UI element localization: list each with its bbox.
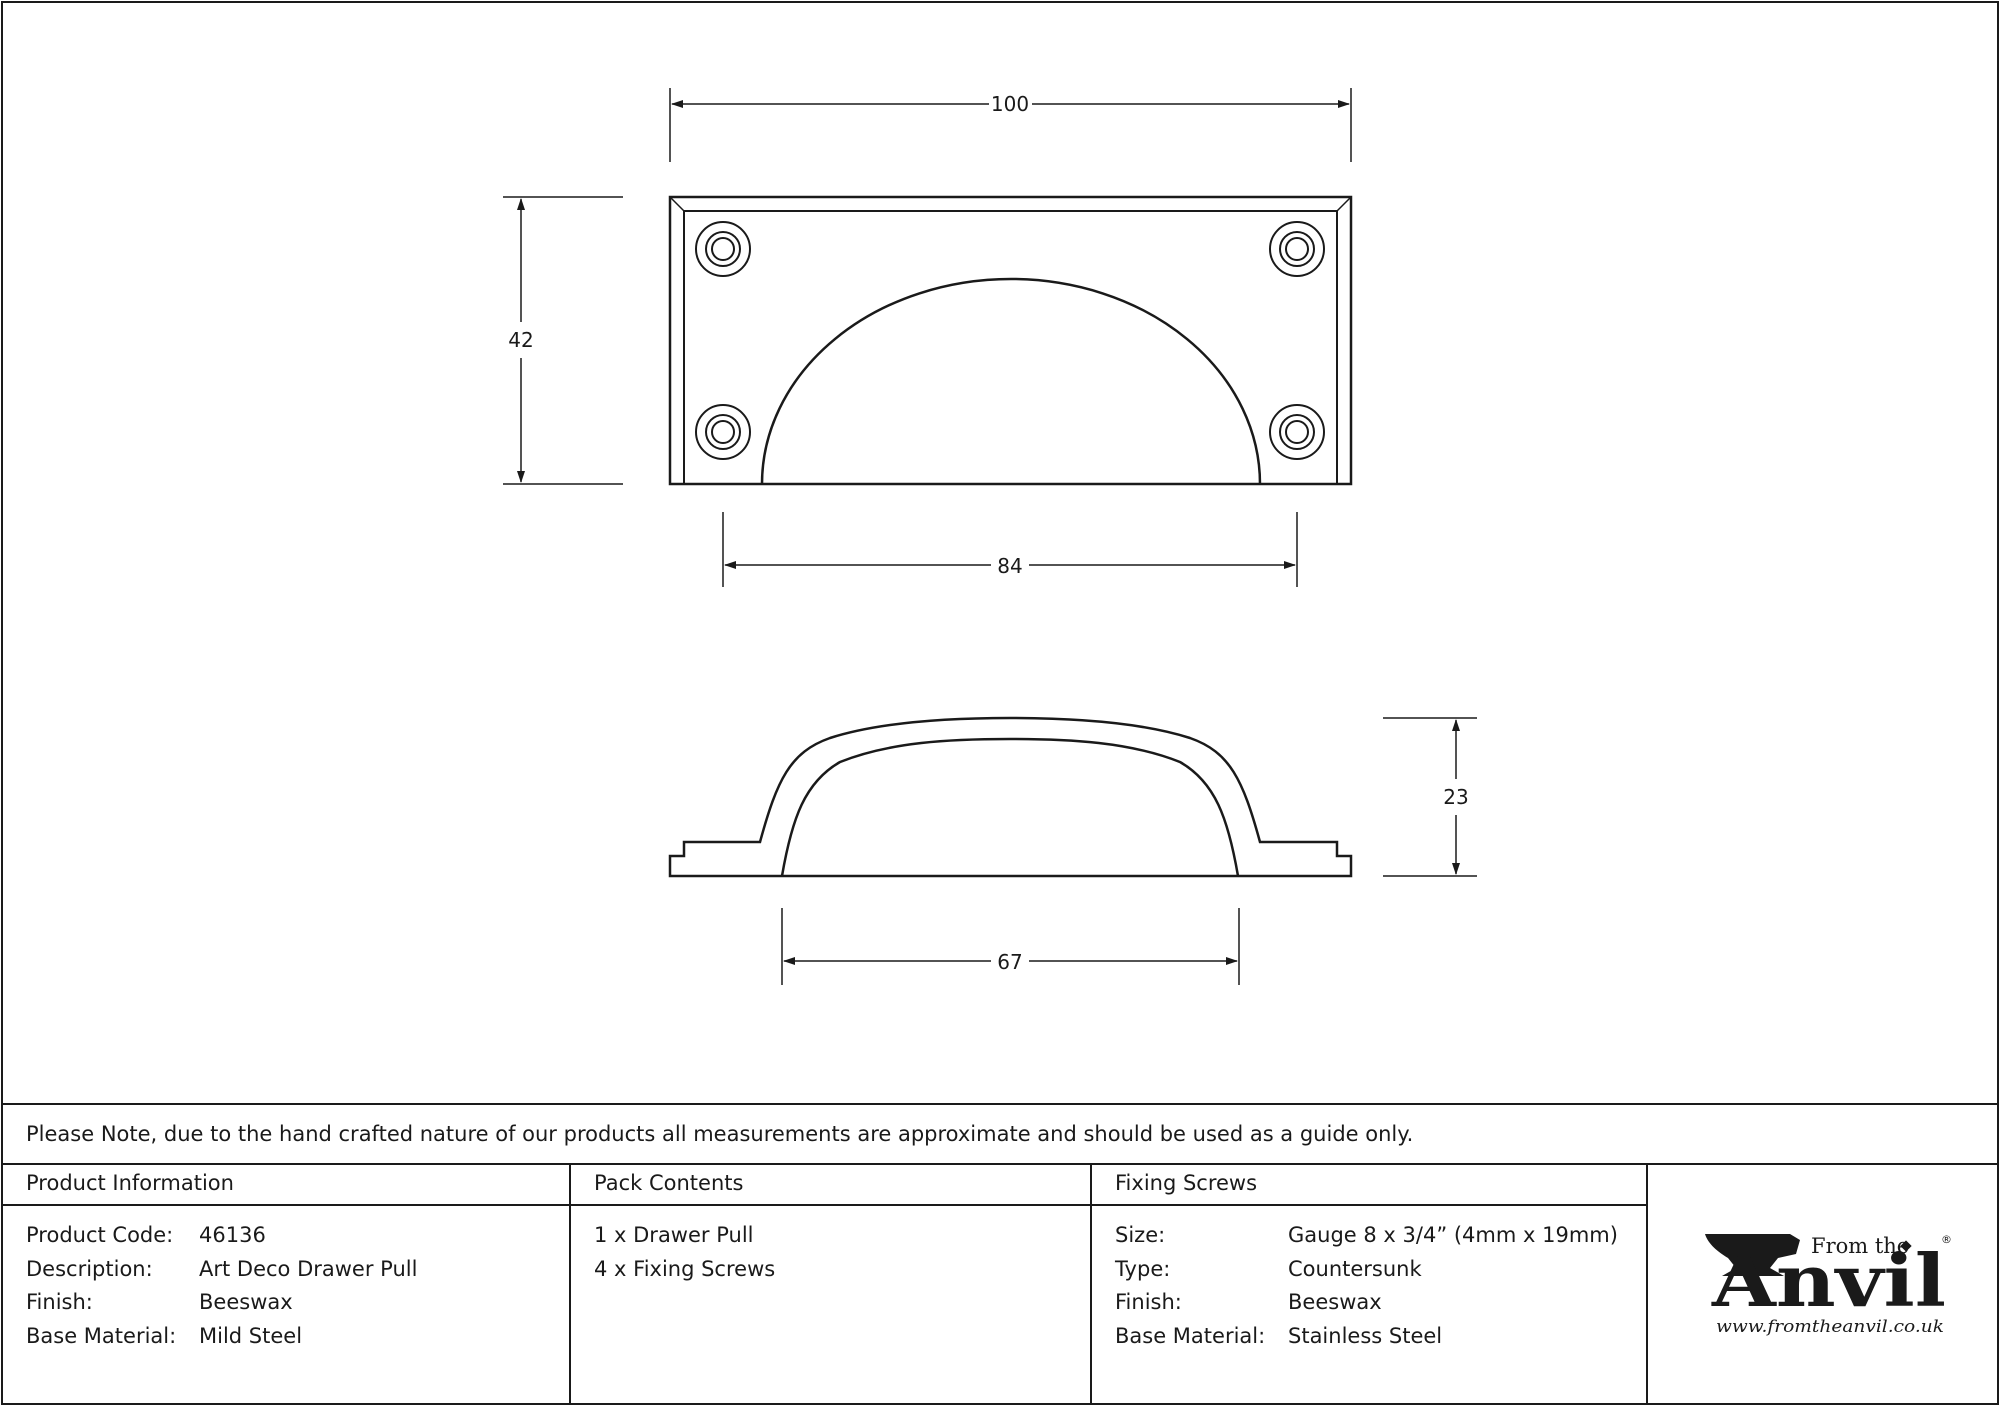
screw-base-material-value: Stainless Steel <box>1288 1324 1443 1348</box>
dim-label-projection: 23 <box>1443 785 1468 809</box>
screw-size-label: Size: <box>1115 1223 1166 1247</box>
screw-hole-top-left <box>695 221 751 277</box>
side-view <box>668 716 1353 878</box>
product-code-value: 46136 <box>199 1223 266 1247</box>
top-view <box>668 195 1353 486</box>
side-inner-profile <box>780 737 1240 877</box>
pack-item: 1 x Drawer Pull <box>594 1223 754 1247</box>
dim-label-plate-width: 100 <box>991 92 1029 116</box>
dim-label-cup-width: 67 <box>997 950 1022 974</box>
screw-type-label: Type: <box>1115 1257 1171 1281</box>
logo-url: www.fromtheanvil.co.uk <box>1716 1317 1944 1337</box>
dimension-plate-height: 42 <box>503 196 623 485</box>
anvil-icon <box>1705 1234 1800 1276</box>
description-label: Description: <box>26 1257 153 1281</box>
plate-inner-bevel <box>683 210 1338 484</box>
finish-label: Finish: <box>26 1290 93 1314</box>
base-material-value: Mild Steel <box>199 1324 303 1348</box>
pack-contents-header: Pack Contents <box>594 1171 744 1195</box>
fixing-screws-header: Fixing Screws <box>1115 1171 1258 1195</box>
screw-base-material-label: Base Material: <box>1115 1324 1266 1348</box>
screw-finish-value: Beeswax <box>1288 1290 1382 1314</box>
dimension-cup-width: 67 <box>781 908 1240 985</box>
logo-diamond <box>1900 1240 1912 1252</box>
description-value: Art Deco Drawer Pull <box>199 1257 418 1281</box>
logo-registered-mark: ® <box>1941 1233 1952 1246</box>
info-table-grid <box>2 1103 1998 1404</box>
screw-hole-bottom-left <box>695 404 751 460</box>
dim-label-hole-centres: 84 <box>997 554 1022 578</box>
logo-wordmark: Anvil <box>1711 1238 1946 1323</box>
finish-value: Beeswax <box>199 1290 293 1314</box>
screw-hole-bottom-right <box>1269 404 1325 460</box>
cup-arc <box>760 277 1262 485</box>
measurement-note: Please Note, due to the hand crafted nat… <box>26 1122 1414 1146</box>
screw-type-value: Countersunk <box>1288 1257 1422 1281</box>
pack-item: 4 x Fixing Screws <box>594 1257 776 1281</box>
dimension-plate-width: 100 <box>669 88 1352 162</box>
logo-from-the: From the <box>1811 1234 1909 1258</box>
side-outer-profile <box>668 716 1353 878</box>
screw-hole-top-right <box>1269 221 1325 277</box>
dimension-hole-centres: 84 <box>722 512 1298 587</box>
dim-label-plate-height: 42 <box>508 328 533 352</box>
product-information-header: Product Information <box>26 1171 234 1195</box>
plate-outline <box>668 195 1353 486</box>
base-material-label: Base Material: <box>26 1324 177 1348</box>
dimension-projection: 23 <box>1383 717 1477 877</box>
bevel-corner-right <box>1336 196 1352 212</box>
bevel-corner-left <box>669 196 685 212</box>
from-the-anvil-logo: From the ® Anvil www.fromtheanvil.co.uk <box>1705 1233 1952 1337</box>
product-code-label: Product Code: <box>26 1223 174 1247</box>
screw-size-value: Gauge 8 x 3/4” (4mm x 19mm) <box>1288 1223 1618 1247</box>
screw-finish-label: Finish: <box>1115 1290 1182 1314</box>
